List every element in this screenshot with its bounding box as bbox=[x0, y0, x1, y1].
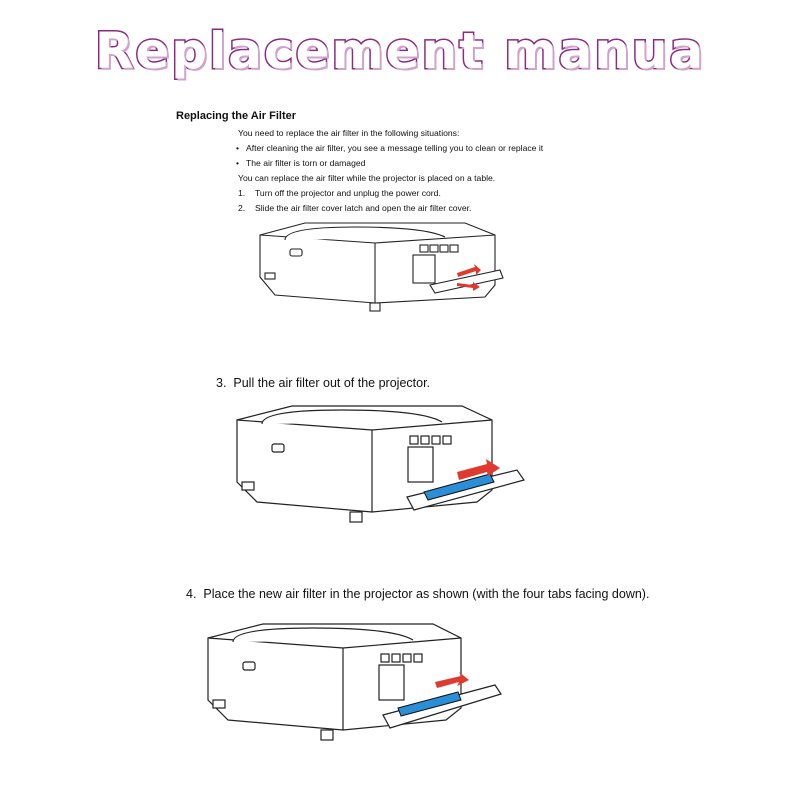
arrow-icon bbox=[457, 459, 500, 480]
instructions-block: You need to replace the air filter in th… bbox=[236, 126, 544, 216]
bullet-text: After cleaning the air filter, you see a… bbox=[246, 143, 544, 153]
step-4: 4. Place the new air filter in the proje… bbox=[186, 587, 650, 601]
table-note: You can replace the air filter while the… bbox=[238, 173, 496, 183]
step-2: 2.Slide the air filter cover latch and o… bbox=[238, 203, 472, 213]
step-1: 1.Turn off the projector and unplug the … bbox=[238, 188, 441, 198]
bullet-text: The air filter is torn or damaged bbox=[246, 158, 366, 168]
air-filter-icon bbox=[423, 473, 495, 501]
projector-open-cover-latch-illustration bbox=[259, 222, 504, 312]
projector-pull-filter-illustration bbox=[236, 405, 525, 523]
arrow-icon bbox=[435, 672, 469, 688]
arrow-icon bbox=[457, 282, 480, 291]
bullet-item: •After cleaning the air filter, you see … bbox=[236, 141, 544, 156]
projector-insert-filter-illustration bbox=[207, 623, 502, 741]
manual-banner-title: Replacement manua bbox=[93, 21, 706, 82]
step-3: 3. Pull the air filter out of the projec… bbox=[216, 376, 431, 390]
air-filter-icon bbox=[397, 691, 462, 717]
bullet-item: •The air filter is torn or damaged bbox=[236, 156, 543, 171]
intro-text: You need to replace the air filter in th… bbox=[238, 128, 460, 138]
section-heading: Replacing the Air Filter bbox=[176, 110, 297, 122]
arrow-icon bbox=[457, 264, 481, 277]
